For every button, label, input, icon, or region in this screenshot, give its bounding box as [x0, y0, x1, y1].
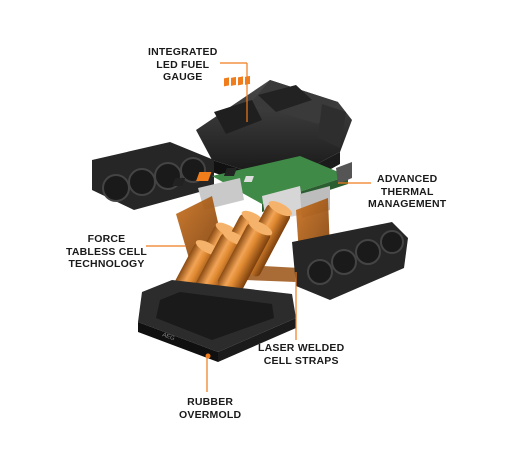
- callout-overmold: RUBBER OVERMOLD: [179, 396, 241, 421]
- callout-thermal: ADVANCED THERMAL MANAGEMENT: [368, 173, 446, 211]
- callout-welded: LASER WELDED CELL STRAPS: [258, 342, 344, 367]
- callout-thermal-line-3: MANAGEMENT: [368, 198, 447, 210]
- leader-lines: [146, 62, 371, 392]
- callout-overmold-line-2: OVERMOLD: [179, 408, 242, 421]
- led-fuel-gauge: [224, 75, 250, 87]
- right-cell-holder: [292, 222, 408, 300]
- tabless-cells: [164, 201, 293, 314]
- callout-thermal-line-2: THERMAL: [380, 185, 434, 198]
- callout-fuel-gauge-line-3: GAUGE: [162, 71, 203, 83]
- callout-welded-line-2: CELL STRAPS: [263, 354, 339, 367]
- left-cell-holder: [92, 142, 214, 210]
- bottom-tray: [138, 280, 296, 362]
- callout-welded-line-1: LASER WELDED: [258, 342, 345, 354]
- callout-fuel-gauge-line-2: LED FUEL: [156, 58, 210, 71]
- callout-overmold-line-1: RUBBER: [187, 396, 234, 408]
- callout-fuel-gauge: INTEGRATED LED FUEL GAUGE: [148, 46, 217, 84]
- brand-mark: AEG: [161, 332, 175, 342]
- callout-tabless-line-3: TECHNOLOGY: [68, 258, 145, 270]
- callout-tabless: FORCE TABLESS CELL TECHNOLOGY: [66, 233, 147, 271]
- callout-tabless-line-1: FORCE: [87, 233, 126, 245]
- callout-fuel-gauge-line-1: INTEGRATED: [148, 46, 218, 58]
- callout-tabless-line-2: TABLESS CELL: [66, 245, 147, 258]
- callout-thermal-line-1: ADVANCED: [377, 173, 438, 185]
